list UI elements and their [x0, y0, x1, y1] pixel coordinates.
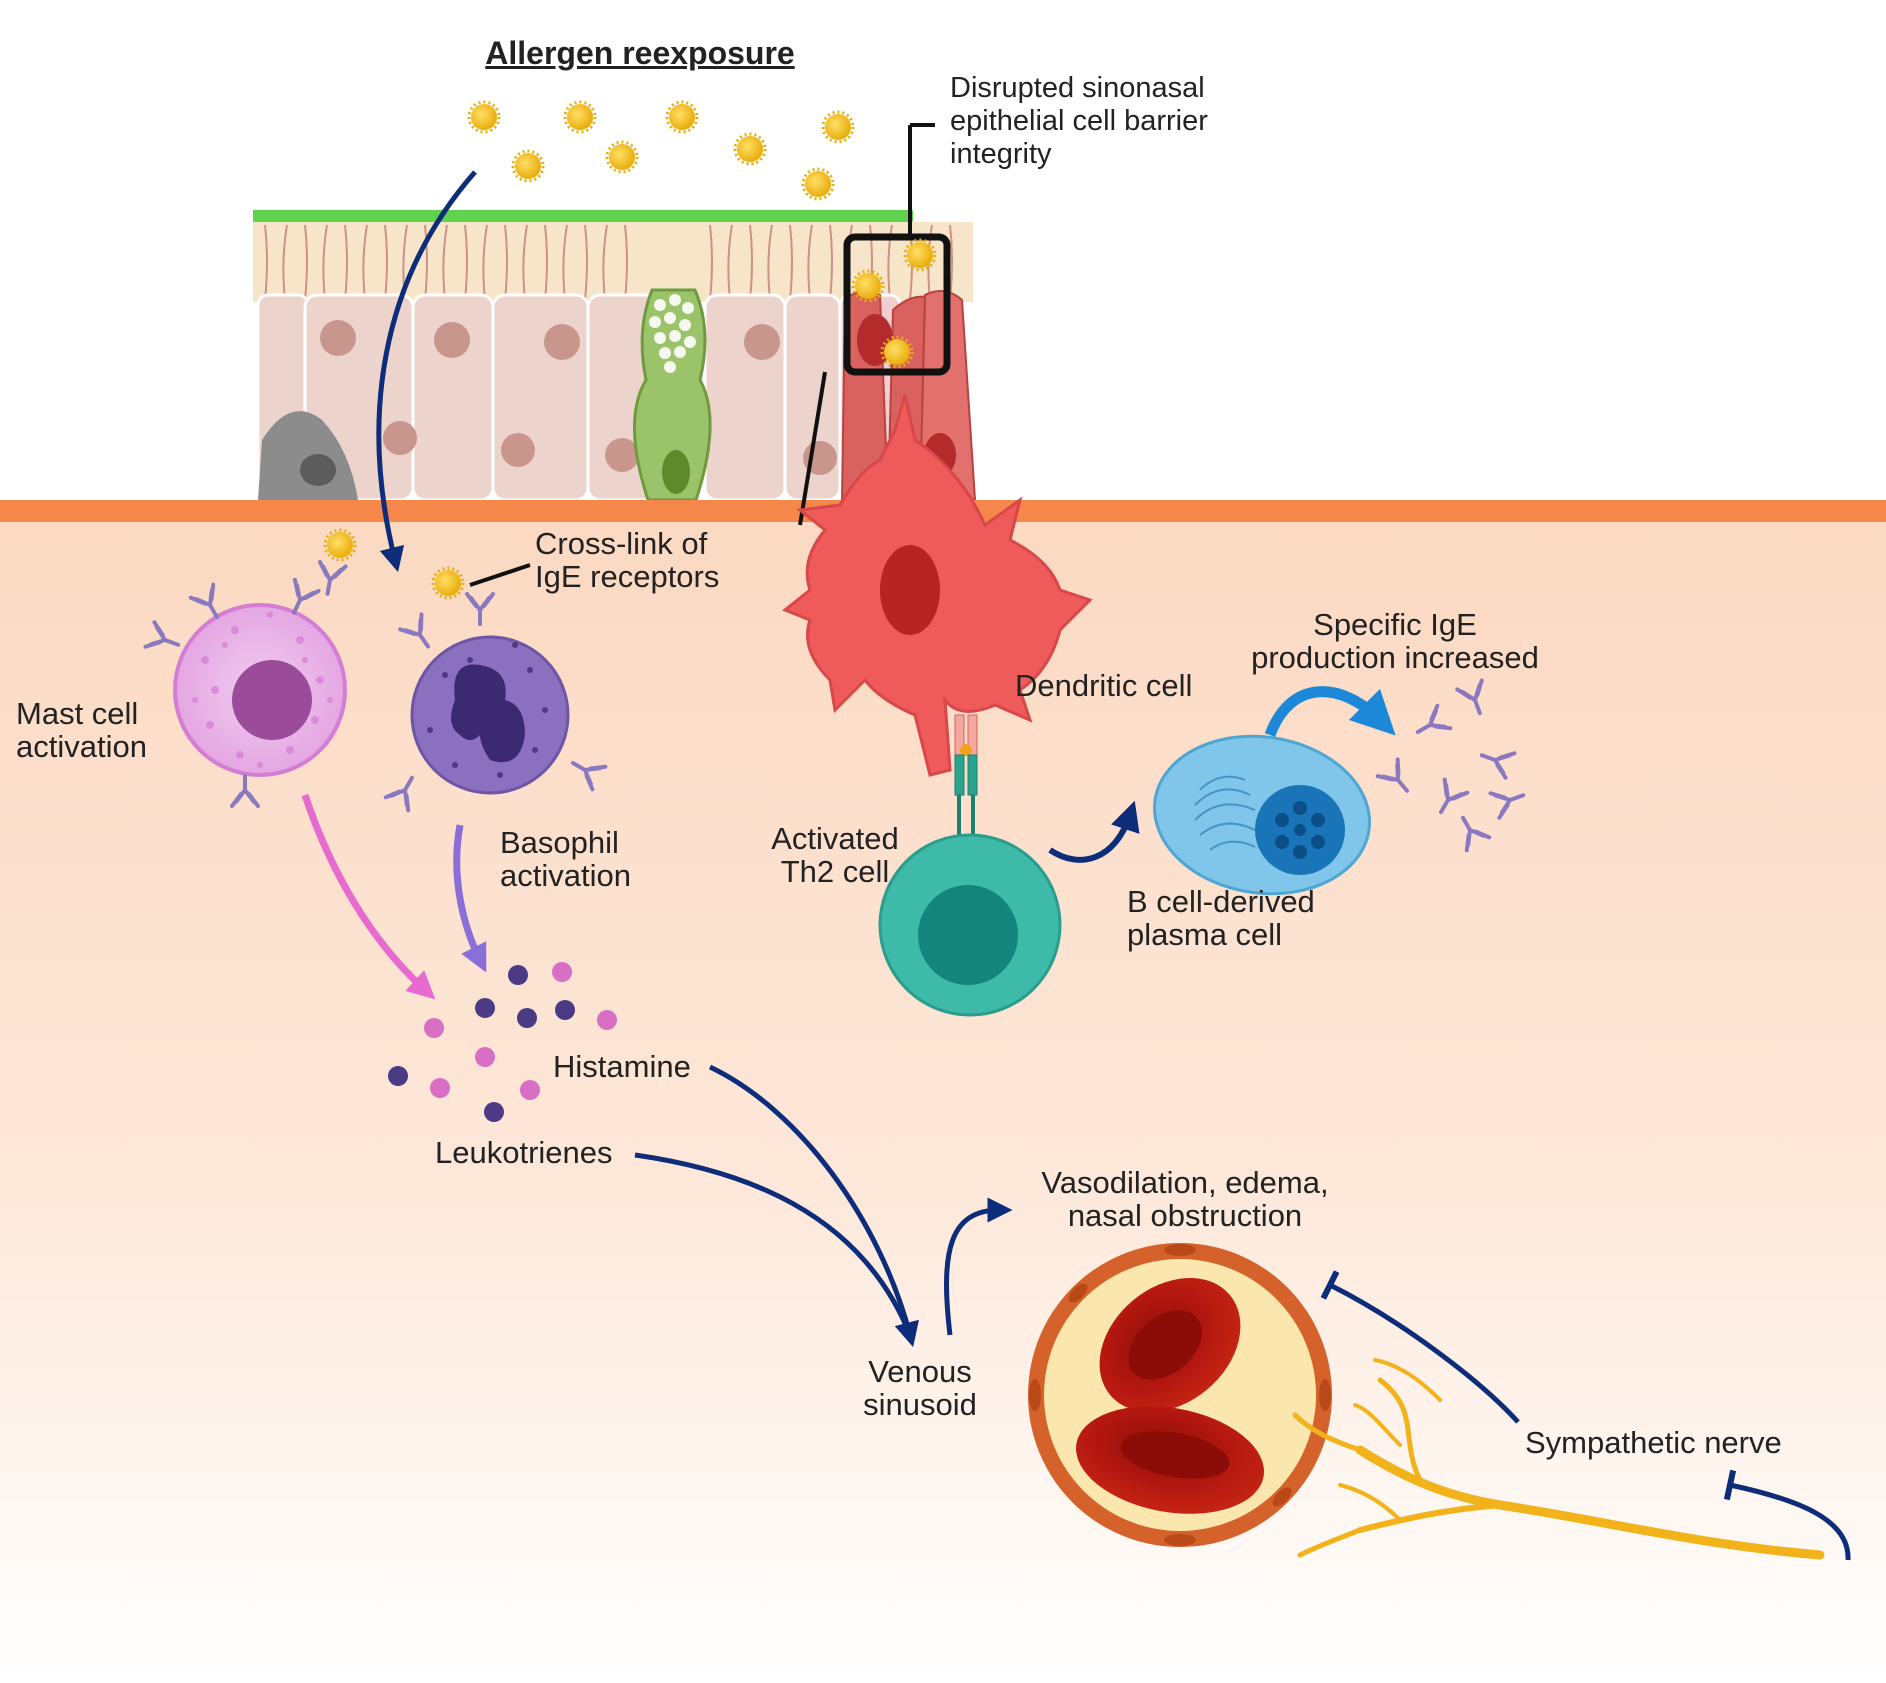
- specific-ige-label: Specific IgE production increased: [1251, 607, 1539, 675]
- th2-cell-icon: [878, 833, 1062, 1017]
- plasma-cell-icon: [1153, 734, 1371, 896]
- basophil-to-mediators-arrow: [453, 824, 487, 973]
- sinusoid-to-effect-arrow: [944, 1197, 1013, 1336]
- dendritic-cell-icon: [782, 394, 1093, 777]
- histamine-arrow: [708, 1064, 919, 1348]
- mucus-layer: [253, 210, 913, 222]
- nasal-epithelium: [253, 210, 977, 502]
- crosslink-label: Cross-link of IgE receptors: [535, 526, 720, 594]
- barrier-disruption-box: [843, 233, 951, 376]
- nerve-input-inhibition-line: [1723, 1469, 1851, 1561]
- dendritic-cell-label: Dendritic cell: [1015, 668, 1193, 703]
- mast-to-mediators-arrow: [301, 793, 436, 1000]
- th2-cell-label: Activated Th2 cell: [771, 821, 899, 889]
- leukotrienes-arrow: [634, 1152, 913, 1336]
- basophil-label: Basophil activation: [500, 825, 631, 893]
- mediator-granules: [388, 962, 617, 1122]
- allergen-reexposure-title: Allergen reexposure: [485, 35, 795, 71]
- plasma-cell-label: B cell-derived plasma cell: [1127, 884, 1315, 952]
- sympathetic-nerve-label: Sympathetic nerve: [1525, 1425, 1782, 1460]
- mast-cell-icon: [143, 528, 357, 808]
- nerve-inhibition-line: [1320, 1270, 1520, 1424]
- vasodilation-label: Vasodilation, edema, nasal obstruction: [1041, 1165, 1329, 1233]
- sympathetic-nerve-icon: [1292, 1358, 1825, 1560]
- mast-cell-label: Mast cell activation: [16, 696, 147, 764]
- basophil-icon: [383, 566, 608, 813]
- crosslink-leader-line: [469, 563, 531, 587]
- mhc-tcr-complex: [954, 714, 978, 835]
- histamine-label: Histamine: [553, 1049, 691, 1084]
- th2-to-plasma-arrow: [1048, 800, 1140, 863]
- leukotrienes-label: Leukotrienes: [435, 1135, 613, 1170]
- venous-sinusoid-icon: [1028, 1243, 1332, 1547]
- allergen-entry-arrow: [376, 170, 477, 573]
- ige-production-arrow: [1264, 686, 1396, 738]
- allergen-icon: [467, 100, 855, 201]
- barrier-disruption-label: Disrupted sinonasal epithelial cell barr…: [950, 72, 1208, 170]
- venous-sinusoid-label: Venous sinusoid: [863, 1354, 977, 1422]
